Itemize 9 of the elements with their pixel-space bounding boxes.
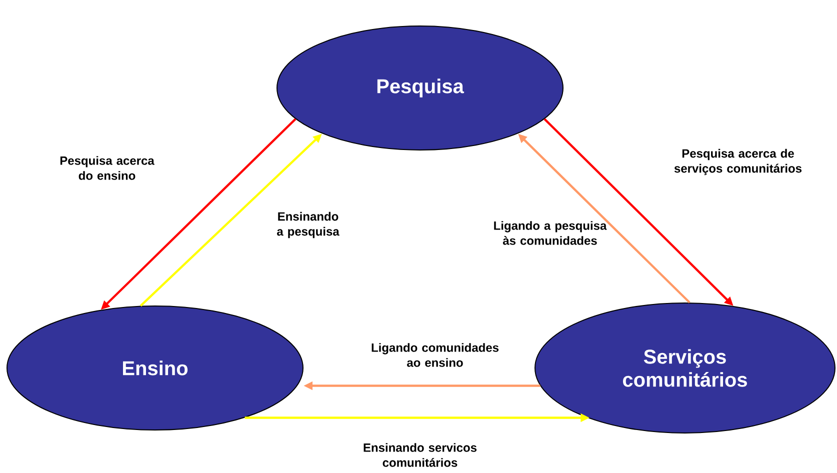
ellipse-node: Ensino [6,305,304,430]
edge-label: Ligando comunidades ao ensino [372,343,499,367]
edge-label: Pesquisa acerca de serviços comunitários [674,148,802,176]
edge-label: Ligando a pesquisa às comunidades [494,221,607,245]
edge-label: Ensinando servicos comunitários [364,443,477,467]
edge-label: Ensinando a pesquisa [277,212,340,238]
ellipse-node: Serviços comunitários [534,302,836,434]
edge-label: Pesquisa acerca do ensino [60,156,154,180]
ellipse-node: Pesquisa [276,26,564,150]
